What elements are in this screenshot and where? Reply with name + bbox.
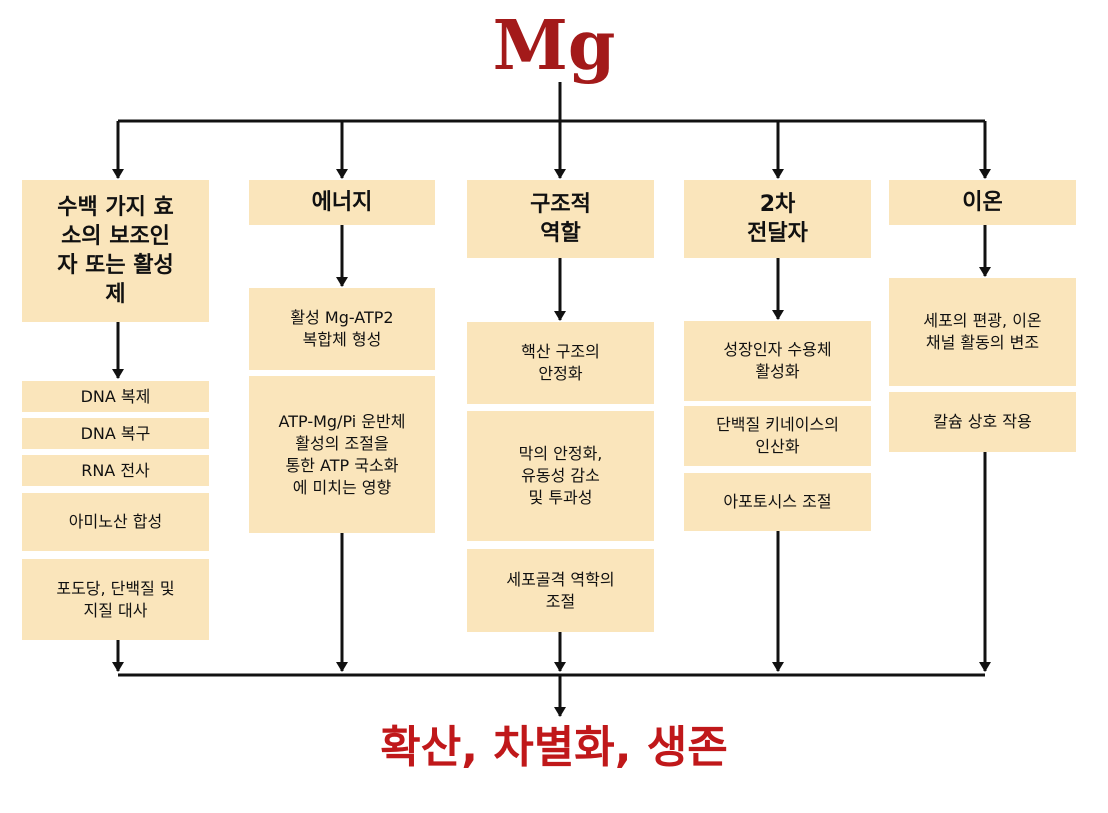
col-1-item-3: RNA 전사 — [22, 455, 209, 486]
col-1-header: 수백 가지 효 소의 보조인 자 또는 활성 제 — [22, 180, 209, 322]
col-4-item-2: 단백질 키네이스의 인산화 — [684, 406, 871, 466]
col-1-item-2: DNA 복구 — [22, 418, 209, 449]
col-2-item-1: 활성 Mg-ATP2 복합체 형성 — [249, 288, 435, 370]
col-2-item-2: ATP-Mg/Pi 운반체 활성의 조절을 통한 ATP 국소화 에 미치는 영… — [249, 376, 435, 533]
col-5-item-1: 세포의 편광, 이온 채널 활동의 변조 — [889, 278, 1076, 386]
col-1-item-4: 아미노산 합성 — [22, 493, 209, 551]
col-3-item-3: 세포골격 역학의 조절 — [467, 549, 654, 632]
col-4-header: 2차 전달자 — [684, 180, 871, 258]
col-5-item-2: 칼슘 상호 작용 — [889, 392, 1076, 452]
col-5-header: 이온 — [889, 180, 1076, 225]
col-4-item-1: 성장인자 수용체 활성화 — [684, 321, 871, 401]
col-4-item-3: 아포토시스 조절 — [684, 473, 871, 531]
col-3-item-2: 막의 안정화, 유동성 감소 및 투과성 — [467, 411, 654, 541]
result-text: 확산, 차별화, 생존 — [380, 722, 728, 773]
col-3-header: 구조적 역할 — [467, 180, 654, 258]
col-1-item-1: DNA 복제 — [22, 381, 209, 412]
diagram-title: Mg — [492, 6, 616, 86]
col-3-item-1: 핵산 구조의 안정화 — [467, 322, 654, 404]
col-2-header: 에너지 — [249, 180, 435, 225]
col-1-item-5: 포도당, 단백질 및 지질 대사 — [22, 559, 209, 640]
